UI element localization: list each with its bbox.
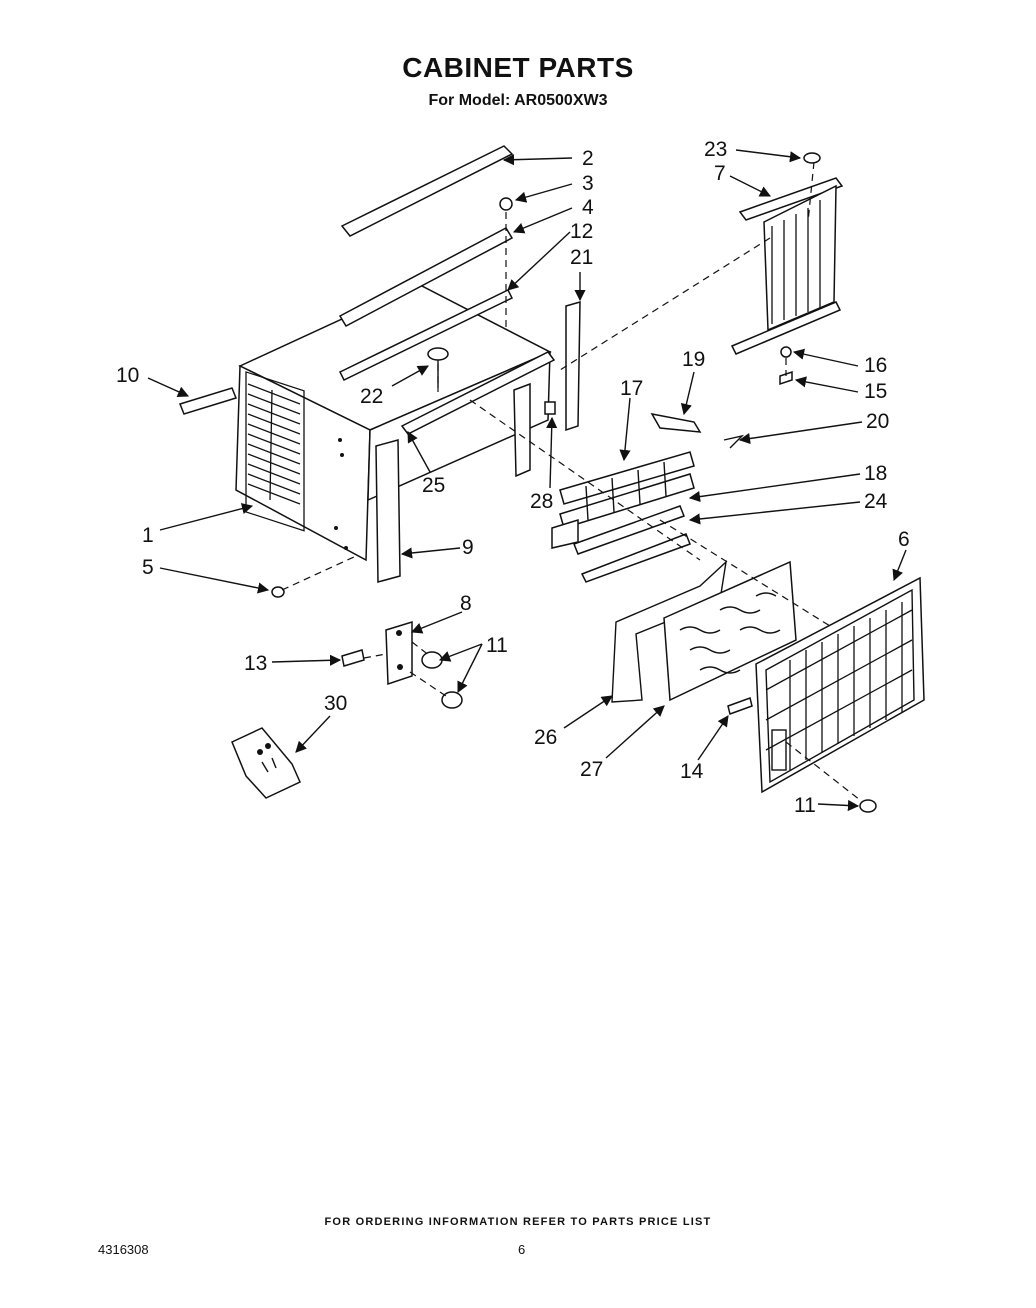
callout-labels: 2 3 4 12 21 23 7 10 22 17 19 16 15 20 18… bbox=[116, 138, 910, 817]
callout-9: 9 bbox=[462, 536, 474, 559]
assembly-lines bbox=[281, 161, 861, 801]
callout-15: 15 bbox=[864, 380, 887, 403]
screw-part bbox=[499, 197, 513, 211]
knob-part-a bbox=[421, 651, 443, 669]
page-title: CABINET PARTS bbox=[402, 52, 634, 83]
seal-strip-part bbox=[338, 289, 514, 381]
slide-rail-part bbox=[573, 505, 685, 555]
callout-8: 8 bbox=[460, 592, 472, 615]
callout-5: 5 bbox=[142, 556, 154, 579]
top-rail-part bbox=[340, 145, 514, 237]
callout-25: 25 bbox=[422, 474, 445, 497]
callout-3: 3 bbox=[582, 172, 594, 195]
knob-bottom-part bbox=[859, 799, 877, 813]
nut-part bbox=[779, 370, 793, 386]
clip-part bbox=[544, 401, 556, 415]
callout-26: 26 bbox=[534, 726, 557, 749]
cabinet-part bbox=[235, 283, 552, 562]
document-number: 4316308 bbox=[98, 1242, 149, 1257]
callout-10: 10 bbox=[116, 364, 139, 387]
clip-spring-part bbox=[723, 434, 745, 449]
support-bracket-part bbox=[400, 351, 556, 435]
callout-12: 12 bbox=[570, 220, 593, 243]
callout-19: 19 bbox=[682, 348, 705, 371]
callout-13: 13 bbox=[244, 652, 267, 675]
callout-23: 23 bbox=[704, 138, 727, 161]
callout-28: 28 bbox=[530, 490, 553, 513]
callout-11a: 11 bbox=[486, 634, 508, 657]
inner-strip bbox=[513, 382, 531, 478]
knob-part-b bbox=[441, 691, 463, 709]
callout-24: 24 bbox=[864, 490, 888, 513]
side-curtain-part bbox=[730, 177, 844, 355]
base-rail-part bbox=[179, 387, 237, 415]
top-channel-part bbox=[338, 227, 514, 327]
callout-17: 17 bbox=[620, 377, 643, 400]
callout-21: 21 bbox=[570, 246, 593, 269]
leader-lines bbox=[147, 149, 907, 812]
callout-27: 27 bbox=[580, 758, 603, 781]
callout-16: 16 bbox=[864, 354, 887, 377]
front-grille-part bbox=[755, 576, 925, 794]
callout-20: 20 bbox=[866, 410, 889, 433]
hardware-bag-part bbox=[231, 727, 301, 799]
callout-11b: 11 bbox=[794, 794, 816, 817]
bracket-part bbox=[650, 412, 702, 433]
screw-part-5 bbox=[271, 586, 285, 598]
ordering-note: FOR ORDERING INFORMATION REFER TO PARTS … bbox=[324, 1216, 712, 1228]
latch-part bbox=[727, 697, 753, 715]
callout-2: 2 bbox=[582, 147, 594, 170]
channel-part bbox=[565, 301, 581, 432]
model-subtitle: For Model: AR0500XW3 bbox=[428, 92, 608, 109]
callout-14: 14 bbox=[680, 760, 704, 783]
washer-part bbox=[780, 346, 792, 358]
callout-22: 22 bbox=[360, 385, 383, 408]
fan-assembly-part bbox=[551, 451, 695, 549]
mount-bracket-part bbox=[385, 620, 413, 686]
filter-media-part bbox=[663, 560, 797, 702]
callout-4: 4 bbox=[582, 196, 594, 219]
page-number: 6 bbox=[518, 1242, 526, 1257]
callout-30: 30 bbox=[324, 692, 347, 715]
block-part bbox=[341, 649, 365, 667]
bolt-part bbox=[803, 152, 821, 164]
callout-1: 1 bbox=[142, 524, 154, 547]
side-panel-part bbox=[375, 439, 401, 583]
lower-rail-part bbox=[580, 533, 691, 583]
callout-18: 18 bbox=[864, 462, 887, 485]
callout-6: 6 bbox=[898, 528, 910, 551]
callout-7: 7 bbox=[714, 162, 726, 185]
